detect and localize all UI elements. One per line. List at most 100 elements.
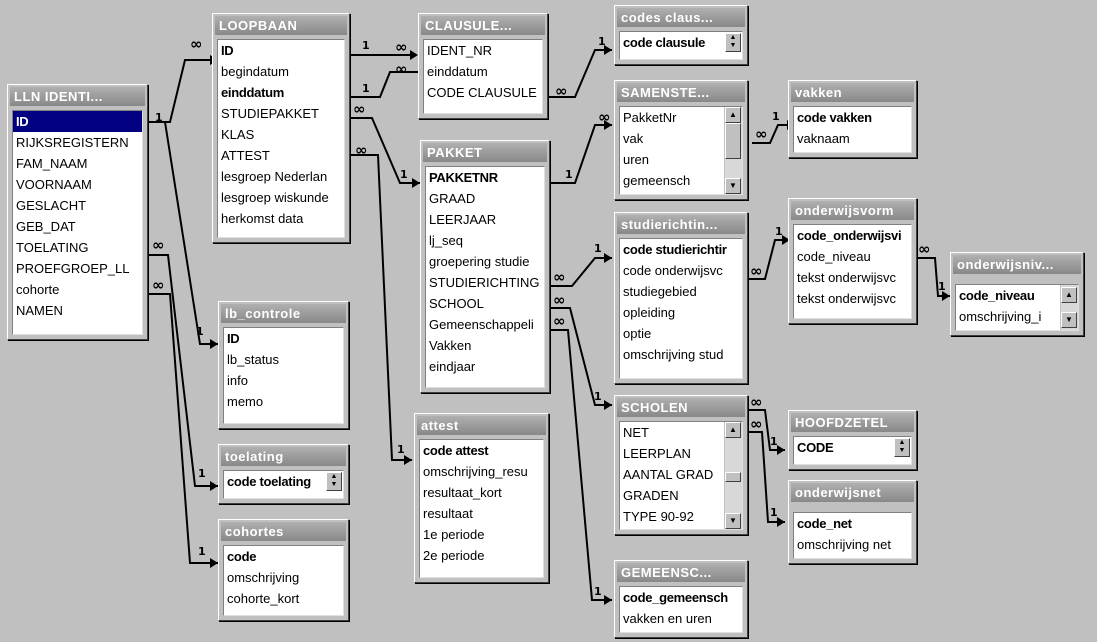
field-list[interactable]: PAKKETNR GRAAD LEERJAAR lj_seq groeperin… [425, 166, 545, 388]
field[interactable]: optie [623, 326, 652, 341]
field[interactable]: 1e periode [423, 527, 485, 542]
field[interactable]: vaknaam [797, 131, 850, 146]
field[interactable]: opleiding [623, 305, 676, 320]
field[interactable]: cohorte_kort [227, 591, 300, 606]
field[interactable]: code_niveau [797, 249, 871, 264]
spin-arrows-icon[interactable]: ▲▼ [894, 438, 910, 457]
table-title[interactable]: LOOPBAAN [215, 16, 347, 35]
field[interactable]: einddatum [427, 64, 488, 79]
field[interactable]: resultaat_kort [423, 485, 502, 500]
field-einddatum[interactable]: einddatum [221, 85, 285, 100]
scroll-thumb[interactable] [725, 123, 741, 159]
field-list[interactable]: code studierichtir code onderwijsvc stud… [619, 238, 743, 379]
field[interactable]: GRADEN [623, 488, 679, 503]
table-lb-controle[interactable]: lb_controle ID lb_status info memo [218, 301, 349, 429]
field-list[interactable]: code omschrijving cohorte_kort [223, 545, 344, 616]
table-title[interactable]: lb_controle [221, 304, 346, 323]
field[interactable]: tekst onderwijsvc [797, 270, 896, 285]
field[interactable]: lb_status [227, 352, 280, 367]
field[interactable]: SCHOOL [429, 296, 484, 311]
table-title[interactable]: studierichtin... [617, 215, 745, 234]
scrollbar[interactable]: ▲ ▼ [724, 422, 742, 529]
field-code-vakken[interactable]: code vakken [797, 110, 872, 125]
field-id[interactable]: ID [227, 331, 240, 346]
table-codes-clausule[interactable]: codes claus... code clausule ▲▼ [614, 5, 748, 65]
table-attest[interactable]: attest code attest omschrijving_resu res… [414, 413, 549, 583]
field[interactable]: LEERPLAN [623, 446, 691, 461]
field-code-studierichting[interactable]: code studierichtir [623, 242, 727, 257]
field-list[interactable]: ID RIJKSREGISTERN FAM_NAAM VOORNAAM GESL… [12, 110, 143, 335]
field[interactable]: gemeensch [623, 173, 691, 188]
field-code-onderwijsvorm[interactable]: code_onderwijsvi [797, 228, 902, 243]
field-list[interactable]: ID begindatum einddatum STUDIEPAKKET KLA… [217, 39, 345, 238]
field-id[interactable]: ID [221, 43, 234, 58]
field-code[interactable]: code [227, 549, 257, 564]
field[interactable]: info [227, 373, 248, 388]
field[interactable]: studiegebied [623, 284, 697, 299]
field[interactable]: LEERJAAR [429, 212, 497, 227]
scrollbar[interactable]: ▲ ▼ [724, 107, 742, 194]
field-pakketnr[interactable]: PAKKETNR [429, 170, 498, 185]
field[interactable]: NET [623, 425, 649, 440]
table-pakket[interactable]: PAKKET PAKKETNR GRAAD LEERJAAR lj_seq gr… [420, 140, 550, 393]
field-code-gemeensch[interactable]: code_gemeensch [623, 590, 728, 605]
table-vakken[interactable]: vakken code vakken vaknaam [788, 80, 917, 158]
field[interactable]: GEB_DAT [16, 219, 76, 234]
field-code-niveau[interactable]: code_niveau [959, 288, 1035, 303]
field[interactable]: IDENT_NR [427, 43, 493, 58]
field[interactable]: omschrijving_resu [423, 464, 528, 479]
table-title[interactable]: SAMENSTE... [617, 83, 745, 102]
field[interactable]: ATTEST [221, 148, 270, 163]
scroll-down-icon[interactable]: ▼ [725, 513, 741, 529]
field-list[interactable]: code_niveau omschrijving_i ▲ ▼ [955, 284, 1079, 331]
field[interactable]: tekst onderwijsvc [797, 291, 896, 306]
field[interactable]: VOORNAAM [16, 177, 92, 192]
field[interactable]: RIJKSREGISTERN [16, 135, 129, 150]
field[interactable]: GESLACHT [16, 198, 87, 213]
table-onderwijsnet[interactable]: onderwijsnet code_net omschrijving net [788, 480, 917, 564]
table-samenstelling[interactable]: SAMENSTE... PakketNr vak uren gemeensch … [614, 80, 748, 200]
field[interactable]: vak [623, 131, 644, 146]
field-list[interactable]: code toelating ▲▼ [223, 470, 344, 499]
field[interactable]: memo [227, 394, 264, 409]
field[interactable]: 2e periode [423, 548, 485, 563]
table-title[interactable]: vakken [791, 83, 914, 102]
scroll-up-icon[interactable]: ▲ [1061, 287, 1077, 303]
spin-arrows-icon[interactable]: ▲▼ [326, 472, 342, 491]
table-hoofdzetel[interactable]: HOOFDZETEL CODE ▲▼ [788, 410, 917, 470]
field[interactable]: PROEFGROEP_LL [16, 261, 130, 276]
table-title[interactable]: CLAUSULE... [421, 16, 545, 35]
field[interactable]: KLAS [221, 127, 255, 142]
field-code[interactable]: CODE [797, 440, 834, 455]
scroll-down-icon[interactable]: ▼ [1061, 312, 1077, 328]
field-list[interactable]: NET LEERPLAN AANTAL GRAD GRADEN TYPE 90-… [619, 421, 743, 530]
field-list[interactable]: code attest omschrijving_resu resultaat_… [419, 439, 544, 578]
field[interactable]: CODE CLAUSULE [427, 85, 537, 100]
field[interactable]: GRAAD [429, 191, 476, 206]
spin-arrows-icon[interactable]: ▲▼ [725, 33, 741, 52]
field[interactable]: omschrijving_i [959, 309, 1042, 324]
field-code-net[interactable]: code_net [797, 516, 852, 531]
field[interactable]: lj_seq [429, 233, 463, 248]
table-title[interactable]: codes claus... [617, 8, 745, 27]
scroll-thumb[interactable] [725, 472, 741, 482]
field[interactable]: eindjaar [429, 359, 476, 374]
field-list[interactable]: code_onderwijsvi code_niveau tekst onder… [793, 224, 912, 319]
scroll-down-icon[interactable]: ▼ [725, 178, 741, 194]
table-scholen[interactable]: SCHOLEN NET LEERPLAN AANTAL GRAD GRADEN … [614, 395, 748, 535]
field[interactable]: NAMEN [16, 303, 63, 318]
field-code-clausule[interactable]: code clausule [623, 35, 706, 50]
field-list[interactable]: PakketNr vak uren gemeensch ▲ ▼ [619, 106, 743, 195]
field[interactable]: TYPE 90-92 [623, 509, 694, 524]
table-toelating[interactable]: toelating code toelating ▲▼ [218, 444, 349, 504]
field[interactable]: uren [623, 152, 650, 167]
table-title[interactable]: cohortes [221, 522, 346, 541]
field-code-attest[interactable]: code attest [423, 443, 489, 458]
table-gemeenschappelijk[interactable]: GEMEENSC... code_gemeensch vakken en ure… [614, 560, 748, 638]
field[interactable]: code onderwijsvc [623, 263, 723, 278]
field[interactable]: FAM_NAAM [16, 156, 88, 171]
table-title[interactable]: LLN IDENTI... [10, 87, 145, 106]
field[interactable]: PakketNr [623, 110, 677, 125]
table-title[interactable]: SCHOLEN [617, 398, 745, 417]
scroll-up-icon[interactable]: ▲ [725, 422, 741, 438]
